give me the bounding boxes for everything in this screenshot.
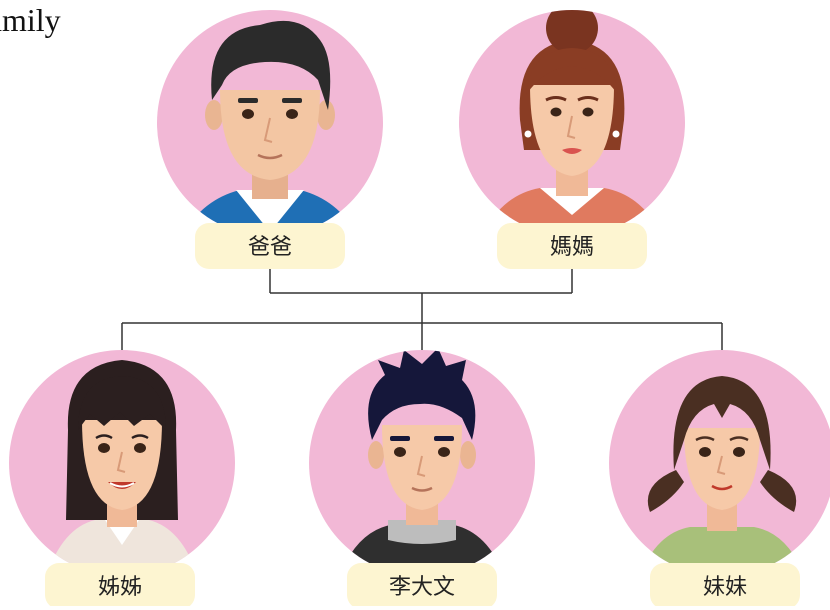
mother-node: 媽媽 xyxy=(459,10,685,269)
father-label: 爸爸 xyxy=(248,235,292,260)
diagram-heading: Family xyxy=(0,2,61,38)
older-sister-label-box xyxy=(45,563,195,609)
older-sister-node: 姊姊 xyxy=(9,350,235,609)
connector-lines xyxy=(121,268,723,352)
younger-sister-node: 妹妹 xyxy=(609,350,830,609)
self-label-box xyxy=(347,563,497,609)
younger-sister-label-box xyxy=(650,563,800,609)
younger-sister-label: 妹妹 xyxy=(703,575,747,600)
self-label: 李大文 xyxy=(389,575,455,600)
mother-avatar-icon xyxy=(480,10,664,236)
mother-label-box xyxy=(497,223,647,269)
father-node: 爸爸 xyxy=(157,10,383,269)
mother-label: 媽媽 xyxy=(550,235,594,260)
self-node: 李大文 xyxy=(309,350,535,609)
father-label-box xyxy=(195,223,345,269)
older-sister-label: 姊姊 xyxy=(98,575,142,600)
older-sister-avatar-icon xyxy=(40,360,204,576)
